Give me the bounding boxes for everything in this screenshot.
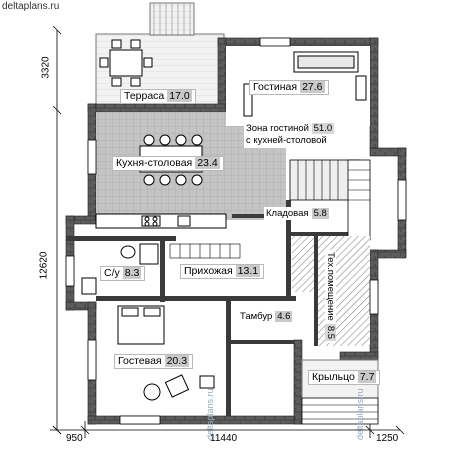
dimension-bottom-left: 950 <box>66 433 83 444</box>
sofa-icon <box>243 51 367 117</box>
windows <box>65 37 407 425</box>
desk-icon <box>143 374 215 401</box>
dimension-left-bottom: 12620 <box>38 251 50 280</box>
porch-area <box>301 359 379 425</box>
staircase <box>169 159 371 259</box>
pantry-hatch <box>292 236 314 292</box>
vertical-watermark-2: deltaplans.ru <box>355 388 365 440</box>
bathroom-fixtures <box>81 243 159 295</box>
room-label-living-zone: Зона гостиной 51.0 с кухней-столовой <box>244 122 337 148</box>
room-label-tech: Тех.помещение8.5 <box>325 250 336 344</box>
interior-walls <box>66 200 370 416</box>
bed-icon <box>117 305 165 345</box>
dimension-bottom-right: 1250 <box>376 433 399 444</box>
dimension-bottom-mid: 11440 <box>210 433 238 444</box>
kitchen-counter <box>95 213 227 229</box>
dimension-left-top: 3320 <box>40 56 52 79</box>
terrace-table-icon <box>99 39 153 87</box>
site-watermark: deltaplans.ru <box>2 1 60 12</box>
